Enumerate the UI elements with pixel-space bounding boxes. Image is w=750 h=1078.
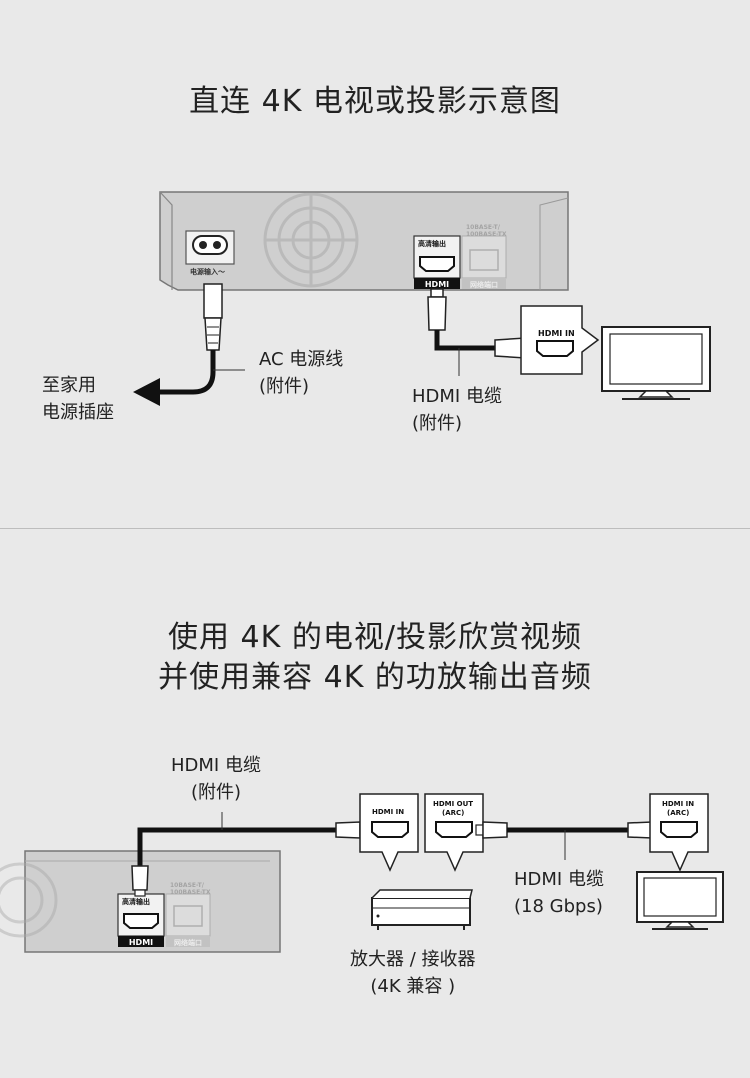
hdmi-output-port-2: 高清输出 HDMI — [117, 893, 165, 947]
tv-hdmi-arc-label-line2: (ARC) — [667, 809, 689, 817]
hdmi-cable-2b — [475, 821, 660, 860]
amp-hdmi-in-label: HDMI IN — [372, 808, 404, 816]
amp-hdmi-out-callout: HDMI OUT (ARC) — [424, 793, 484, 872]
section-divider — [0, 528, 750, 529]
amplifier-icon — [371, 889, 473, 930]
hdmi-logo: HDMI — [425, 280, 449, 289]
amp-label: 放大器 / 接收器 (4K 兼容 ) — [350, 949, 476, 997]
power-inlet — [185, 230, 235, 265]
tv-hdmi-arc-callout: HDMI IN (ARC) — [649, 793, 709, 872]
section2-title-line1: 使用 4K 的电视/投影欣赏视频 — [168, 620, 582, 655]
amp-hdmi-out-label-line1: HDMI OUT — [433, 800, 473, 808]
tv-hdmi-callout: HDMI IN — [520, 305, 600, 375]
lan-caption: 网络端口 — [470, 280, 498, 289]
ac-power-cable — [133, 283, 245, 406]
tv-hdmi-arc-label-line1: HDMI IN — [662, 800, 694, 808]
player-rear-panel: 电源输入～ 高清输出 HDMI 10BASE-T/ 100BASE-TX 网络端… — [159, 191, 569, 291]
tv-icon-2 — [636, 871, 724, 930]
hdmi-output-port: 高清输出 HDMI — [413, 235, 461, 289]
outlet-arrow-icon — [133, 378, 160, 406]
hdmi-logo-2: HDMI — [129, 938, 153, 947]
ac-cable-label: AC 电源线 (附件) — [259, 349, 344, 397]
section1-title: 直连 4K 电视或投影示意图 — [189, 84, 561, 119]
amp-hdmi-in-callout: HDMI IN — [359, 793, 419, 872]
tv-icon — [601, 326, 711, 400]
hdmi-cable-label-1: HDMI 电缆 (附件) — [412, 386, 502, 434]
hdmi-cable-1 — [427, 288, 534, 376]
player-rear-panel-2: 高清输出 HDMI 10BASE-T/ 100BASE-TX 网络端口 — [0, 850, 281, 953]
lan-spec-line1: 10BASE-T/ — [466, 224, 501, 231]
hdmi-cable-label-2a: HDMI 电缆 (附件) — [171, 755, 261, 803]
lan-spec-line2: 100BASE-TX — [466, 231, 507, 238]
tv-hdmi-in-label: HDMI IN — [538, 329, 575, 338]
lan-port: 10BASE-T/ 100BASE-TX 网络端口 — [461, 224, 507, 289]
hdmi-cable-label-2b: HDMI 电缆 (18 Gbps) — [514, 869, 604, 917]
lan-caption-2: 网络端口 — [174, 938, 202, 947]
lan-spec-line1-2: 10BASE-T/ — [170, 882, 205, 889]
outlet-label: 至家用 电源插座 — [42, 375, 114, 423]
power-input-label: 电源输入～ — [190, 267, 225, 276]
hdmi-output-label-2: 高清输出 — [122, 897, 150, 906]
amp-hdmi-out-label-line2: (ARC) — [442, 809, 464, 817]
lan-spec-line2-2: 100BASE-TX — [170, 889, 211, 896]
fan-grille-icon — [263, 192, 359, 288]
hdmi-output-label: 高清输出 — [418, 239, 446, 248]
lan-port-2: 10BASE-T/ 100BASE-TX 网络端口 — [165, 882, 211, 947]
section2-title-line2: 并使用兼容 4K 的功放输出音频 — [158, 660, 592, 695]
